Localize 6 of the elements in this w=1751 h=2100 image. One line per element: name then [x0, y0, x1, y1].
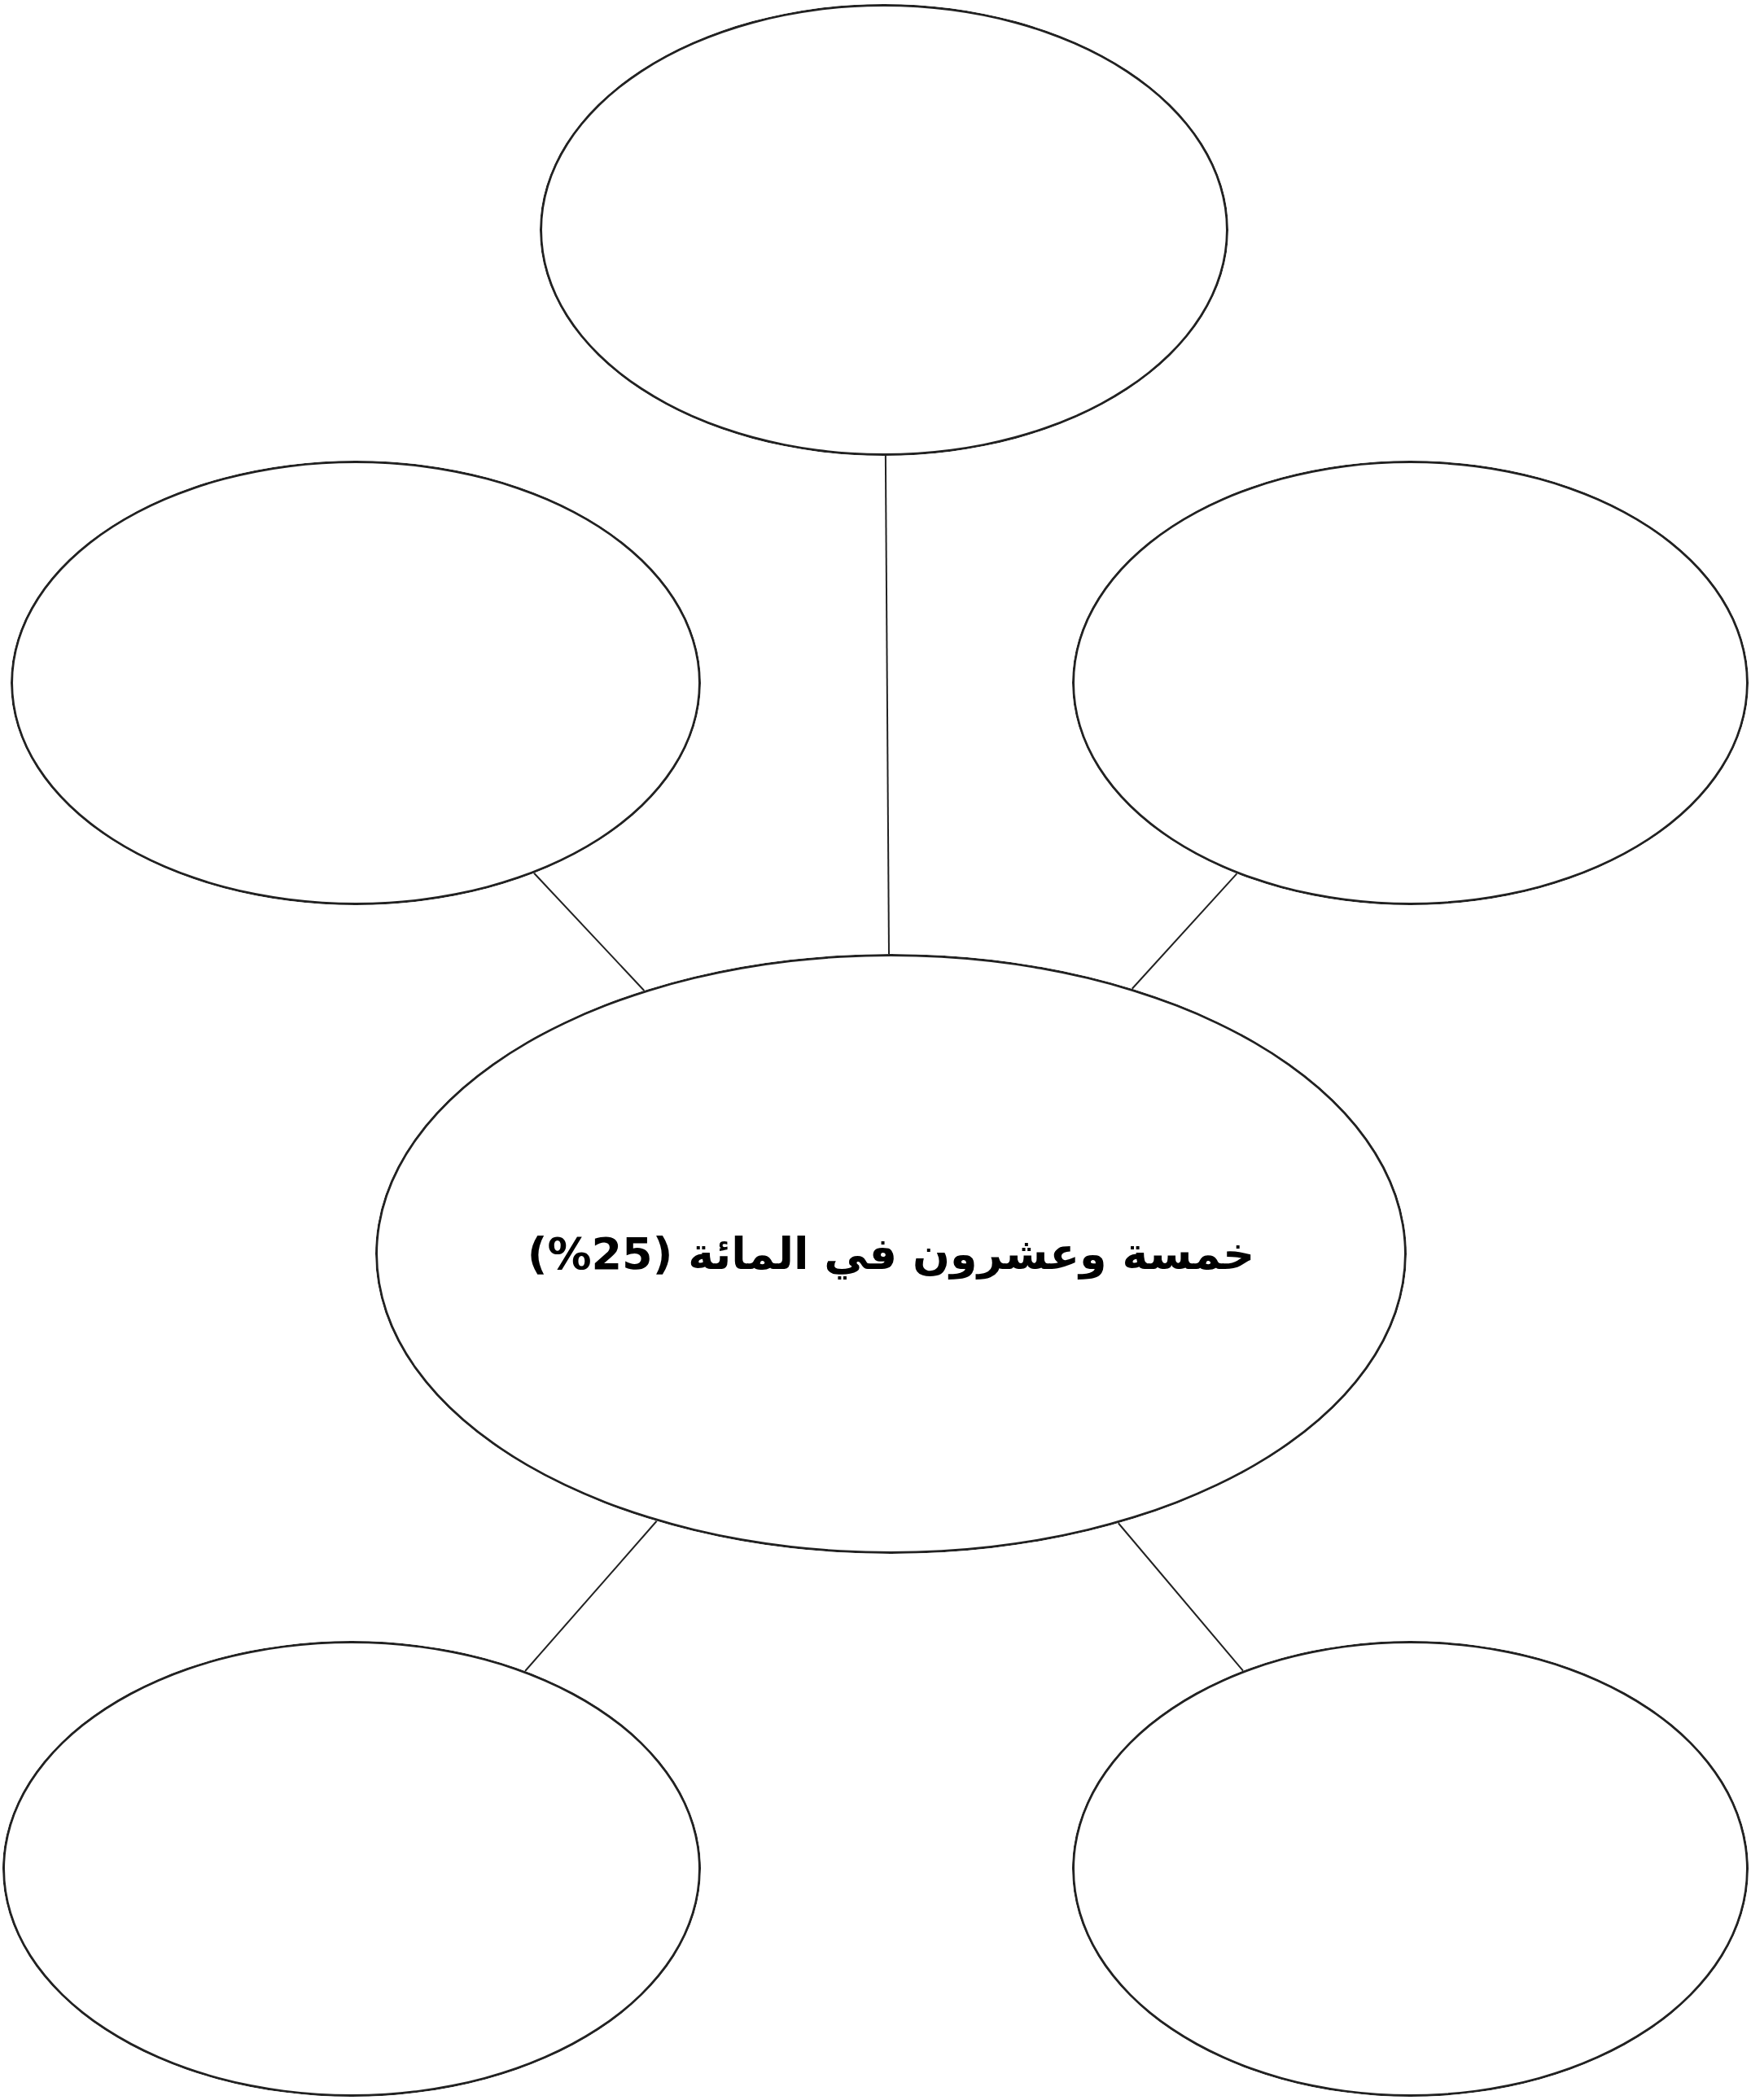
- connector-line: [884, 455, 890, 955]
- connector-line: [1131, 873, 1238, 990]
- connector-line: [524, 1520, 658, 1672]
- connector-line: [1117, 1522, 1244, 1672]
- connector-line: [533, 872, 646, 991]
- node-label: خمسة وعشرون في المائة (25%): [526, 1227, 1256, 1281]
